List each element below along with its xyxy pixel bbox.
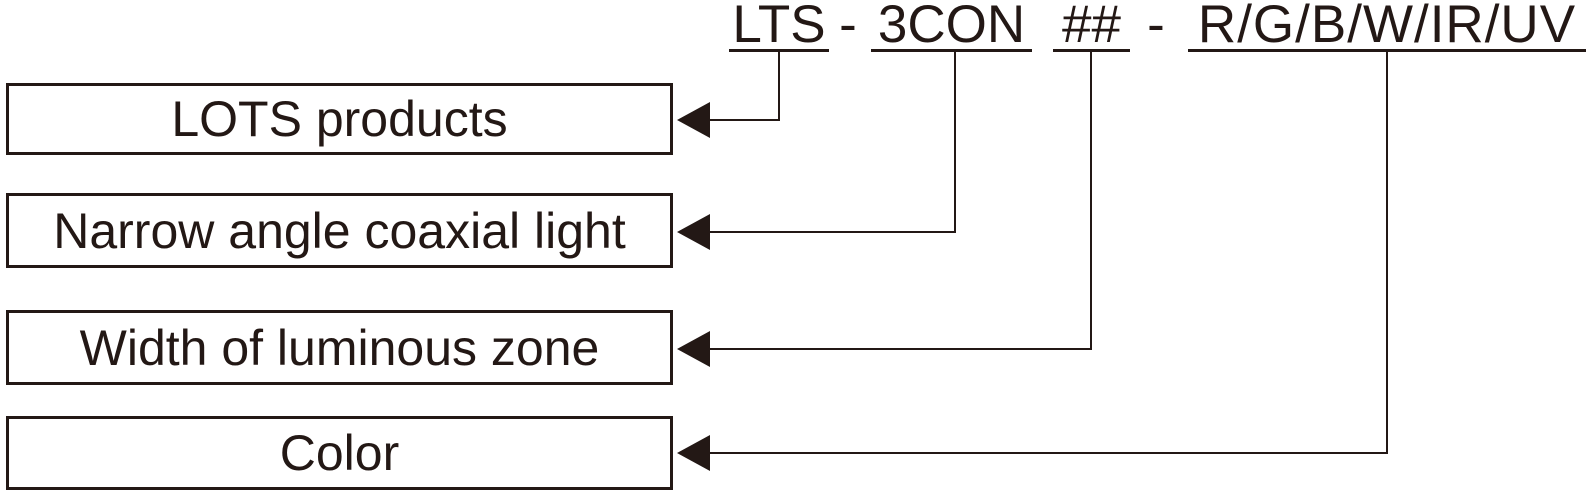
product-code-separator-1: - <box>839 0 857 54</box>
product-code-segment-3con: 3CON <box>877 0 1026 54</box>
label-box-text: Width of luminous zone <box>79 319 600 376</box>
arrow-left-icon <box>677 214 710 250</box>
product-code-separator-2: - <box>1147 0 1165 54</box>
arrow-left-icon <box>677 102 710 138</box>
label-box-text: LOTS products <box>171 91 508 147</box>
product-code-segment-color: R/G/B/W/IR/UV <box>1197 0 1577 54</box>
product-code-segment-width: ## <box>1062 0 1121 54</box>
label-box-width-of-luminous-zone: Width of luminous zone <box>6 310 673 385</box>
label-box-text: Color <box>279 425 400 481</box>
label-box-lots-products: LOTS products <box>6 83 673 155</box>
underline-lts <box>729 49 829 52</box>
connector-3con-vertical <box>954 52 956 233</box>
label-box-narrow-angle-coaxial-light: Narrow angle coaxial light <box>6 193 673 268</box>
connector-width-horizontal <box>706 348 1092 350</box>
connector-color-vertical <box>1386 52 1388 454</box>
underline-width <box>1053 49 1130 52</box>
arrow-left-icon <box>677 435 710 471</box>
product-code-segment-lts: LTS <box>732 0 826 54</box>
arrow-left-icon <box>677 331 710 367</box>
connector-3con-horizontal <box>706 231 956 233</box>
connector-lts-vertical <box>778 52 780 120</box>
connector-lts-horizontal <box>706 119 780 121</box>
label-box-color: Color <box>6 416 673 490</box>
underline-3con <box>871 49 1032 52</box>
connector-width-vertical <box>1090 52 1092 350</box>
label-box-text: Narrow angle coaxial light <box>53 202 626 259</box>
underline-color <box>1188 49 1586 52</box>
connector-color-horizontal <box>706 452 1388 454</box>
